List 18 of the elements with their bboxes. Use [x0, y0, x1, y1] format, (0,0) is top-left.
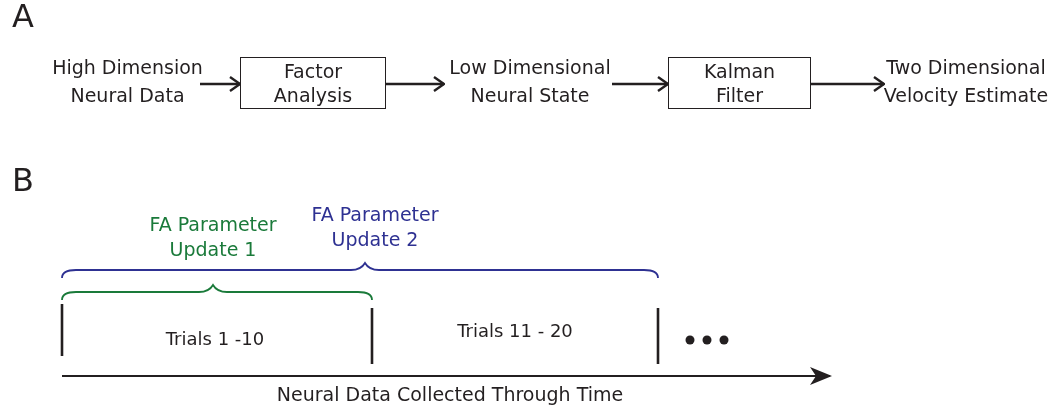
arrow: [811, 75, 886, 93]
box-label: Kalman Filter: [702, 59, 777, 107]
process-box: [240, 57, 386, 109]
data-label: Low Dimensional Neural State: [432, 50, 628, 112]
box-label: Factor Analysis: [272, 59, 354, 107]
arrow: [386, 75, 446, 93]
arrow: [612, 75, 670, 93]
data-label: Two Dimensional Velocity Estimate: [872, 50, 1060, 112]
panel-letter: B: [11, 168, 35, 193]
brace-label: FA Parameter Update 1: [148, 212, 278, 262]
panel-letter: A: [11, 4, 35, 29]
brace-label: FA Parameter Update 2: [310, 202, 440, 252]
process-box: [668, 57, 811, 109]
axis-label: Neural Data Collected Through Time: [275, 382, 625, 407]
segment-label: Trials 11 - 20: [456, 319, 574, 343]
segment-label: Trials 1 -10: [164, 327, 266, 351]
arrow: [200, 75, 242, 93]
data-label: High Dimension Neural Data: [35, 50, 220, 112]
